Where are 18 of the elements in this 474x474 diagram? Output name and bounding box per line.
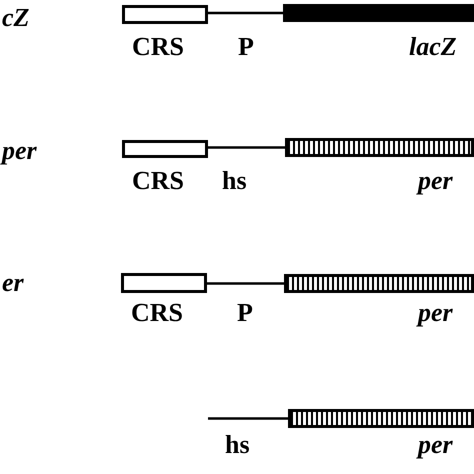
- promoter-label: P: [238, 34, 254, 60]
- construct-label: per: [2, 138, 37, 164]
- promoter-label: P: [237, 300, 253, 326]
- element-label: CRS: [132, 168, 184, 194]
- promoter-label: hs: [222, 168, 247, 194]
- element-label: CRS: [131, 300, 184, 326]
- gene-label: per: [418, 168, 453, 194]
- gene-label: per: [418, 432, 453, 458]
- promoter-line: [208, 12, 283, 14]
- promoter-line: [207, 282, 284, 285]
- promoter-label: hs: [225, 432, 250, 458]
- promoter-line: [208, 146, 285, 149]
- construct-label: cZ: [2, 5, 30, 31]
- gene-label: lacZ: [409, 34, 457, 60]
- promoter-line: [208, 417, 288, 420]
- construct-label: er: [2, 270, 24, 296]
- element-label: CRS: [132, 34, 184, 60]
- gene-label: per: [418, 300, 453, 326]
